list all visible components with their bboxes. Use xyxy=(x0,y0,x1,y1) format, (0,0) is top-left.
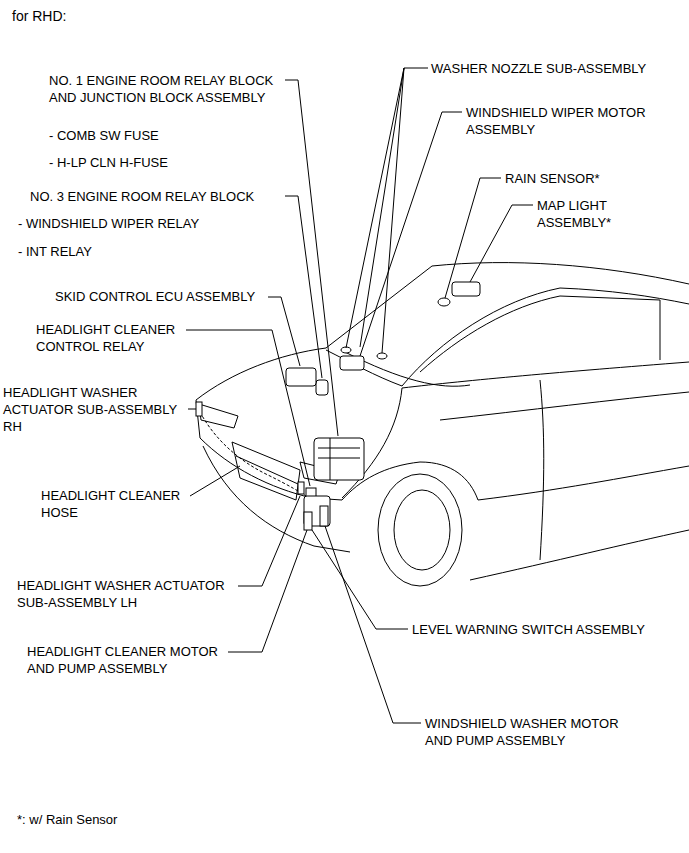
part-label: HEADLIGHT WASHER ACTUATOR SUB-ASSEMBLY R… xyxy=(3,384,188,435)
rain-sensor xyxy=(438,298,450,306)
leader-line xyxy=(285,196,322,378)
leader-line xyxy=(325,526,421,723)
part-label: NO. 1 ENGINE ROOM RELAY BLOCK AND JUNCTI… xyxy=(49,72,294,106)
part-label: WINDSHIELD WASHER MOTOR AND PUMP ASSEMBL… xyxy=(425,715,637,749)
wheel-rim xyxy=(394,490,450,570)
grille xyxy=(232,442,300,500)
windshield-base xyxy=(326,350,402,386)
leader-line xyxy=(382,68,404,353)
a-pillar xyxy=(402,288,689,386)
leader-line xyxy=(188,409,196,410)
hood-edge xyxy=(196,348,326,400)
front-wheel xyxy=(378,474,462,586)
part-label: WINDSHIELD WIPER MOTOR ASSEMBLY xyxy=(466,104,661,138)
part-label: SKID CONTROL ECU ASSEMBLY xyxy=(55,288,270,305)
part-label: HEADLIGHT CLEANER MOTOR AND PUMP ASSEMBL… xyxy=(27,643,232,677)
belt-line xyxy=(440,392,689,420)
car-body xyxy=(196,263,689,586)
leader-line xyxy=(360,68,404,347)
leader-line xyxy=(285,80,338,436)
actuator-lh xyxy=(298,482,304,494)
part-label: LEVEL WARNING SWITCH ASSEMBLY xyxy=(412,621,682,638)
relay-block-1-detail xyxy=(318,438,360,480)
door-line xyxy=(540,380,544,560)
side-window xyxy=(420,296,660,372)
leader-line xyxy=(238,496,300,586)
map-light xyxy=(452,282,480,296)
part-label: RAIN SENSOR* xyxy=(505,170,655,187)
leader-line xyxy=(445,178,501,298)
parts xyxy=(196,282,480,530)
part-label: WASHER NOZZLE SUB-ASSEMBLY xyxy=(431,60,681,77)
part-label: MAP LIGHT ASSEMBLY* xyxy=(537,197,627,231)
headlight-cleaner-hose xyxy=(200,412,306,496)
side-lower xyxy=(478,466,689,500)
leader-line xyxy=(470,205,533,282)
wiper-motor xyxy=(340,356,364,370)
leader-line xyxy=(190,466,240,496)
leader-line xyxy=(360,112,462,356)
skid-control-ecu xyxy=(286,368,316,386)
part-label: HEADLIGHT WASHER ACTUATOR SUB-ASSEMBLY L… xyxy=(17,577,242,611)
body-side xyxy=(402,362,689,388)
part-label: HEADLIGHT CLEANER HOSE xyxy=(41,487,191,521)
cleaner-pump xyxy=(304,512,312,530)
figure-title: for RHD: xyxy=(12,8,66,25)
leader-line xyxy=(346,68,428,348)
part-label: NO. 3 ENGINE ROOM RELAY BLOCK xyxy=(30,188,290,205)
part-label: HEADLIGHT CLEANER CONTROL RELAY xyxy=(36,321,186,355)
part-label: - COMB SW FUSE xyxy=(49,127,249,144)
windshield-left xyxy=(326,266,432,348)
leader-line xyxy=(228,530,307,652)
actuator-rh xyxy=(196,402,202,416)
part-label: - WINDSHIELD WIPER RELAY xyxy=(18,215,248,232)
headlight-rh xyxy=(199,404,238,428)
grille-bar xyxy=(236,456,298,484)
part-label: - INT RELAY xyxy=(18,243,218,260)
footnote: *: w/ Rain Sensor xyxy=(17,811,267,828)
leader-line xyxy=(186,330,310,486)
washer-nozzle-2 xyxy=(377,353,387,359)
relay-block-3 xyxy=(316,380,328,395)
part-label: - H-LP CLN H-FUSE xyxy=(49,154,249,171)
washer-pump xyxy=(320,506,328,526)
rocker xyxy=(470,530,689,580)
relay-block-1 xyxy=(314,438,364,480)
leader-line xyxy=(312,530,408,629)
